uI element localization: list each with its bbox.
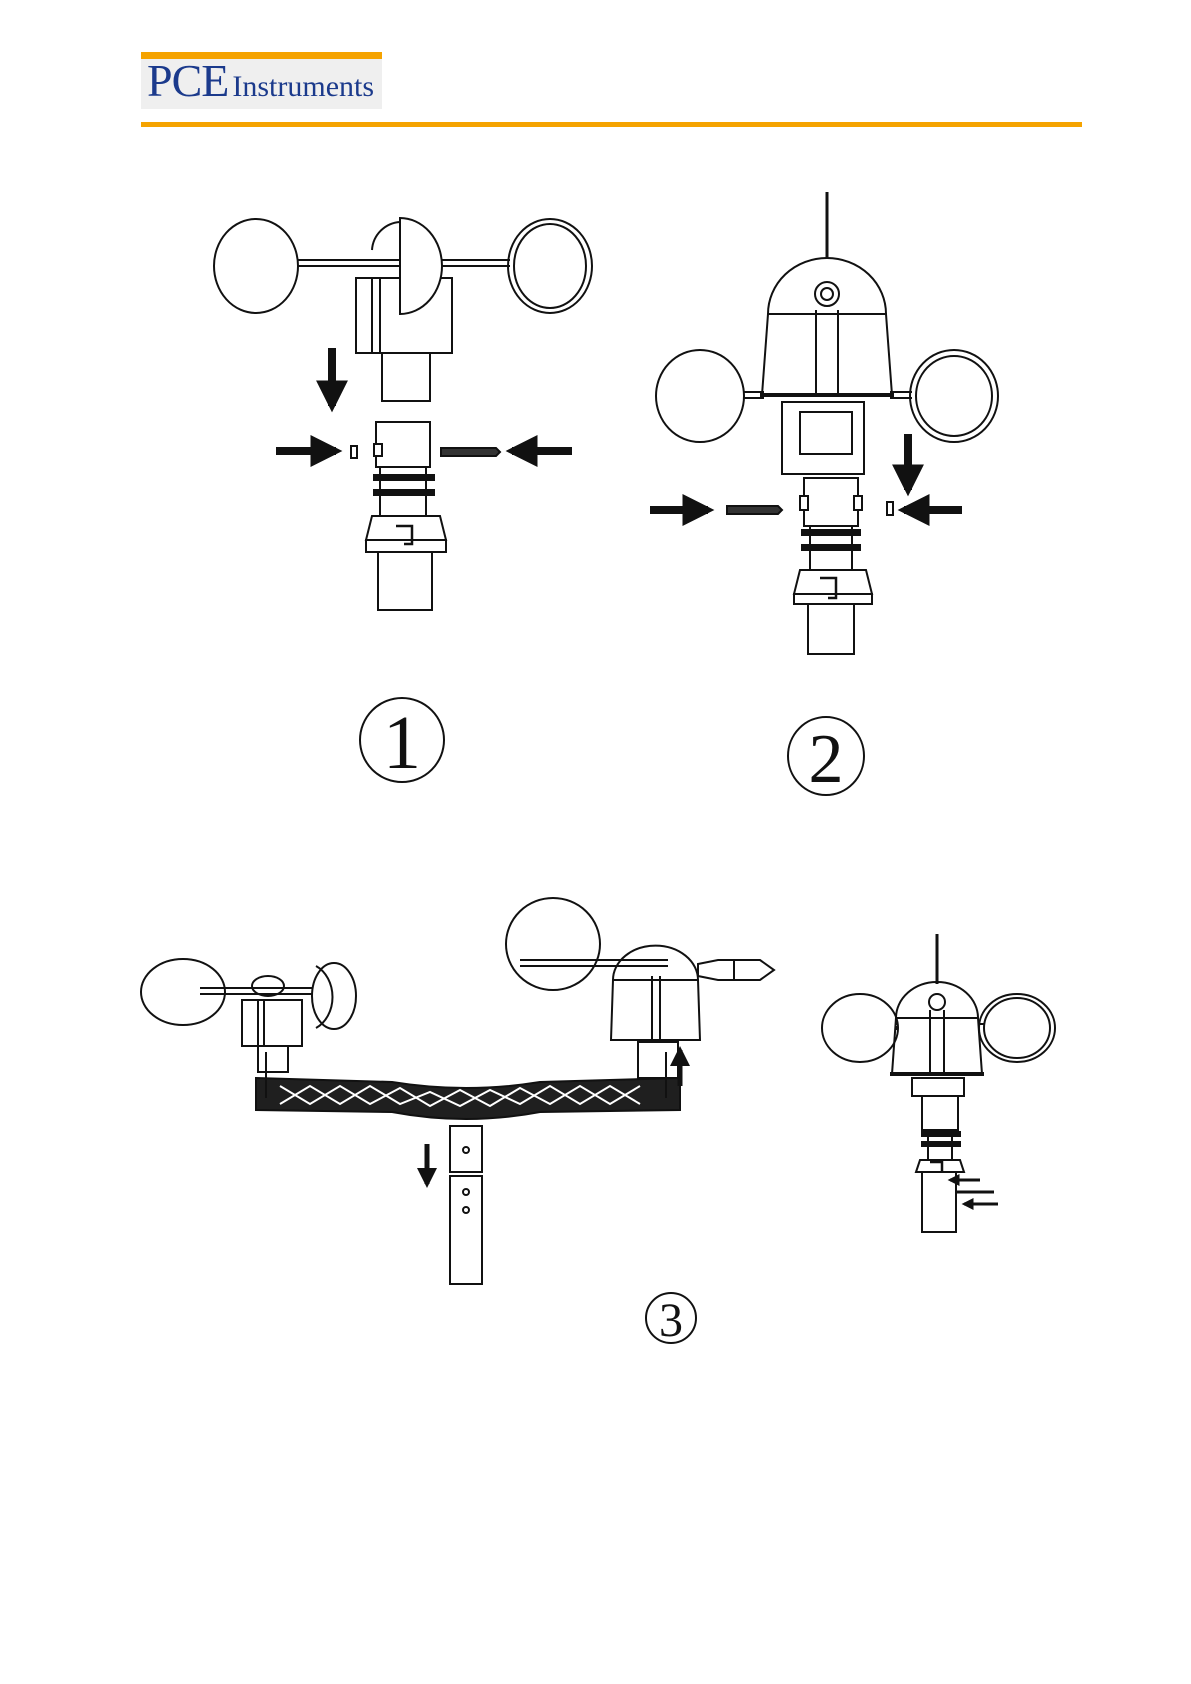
anemometer-cup bbox=[822, 994, 898, 1062]
anemometer-cup bbox=[979, 994, 1055, 1062]
figure-2-illustration bbox=[656, 192, 998, 654]
anemometer-cup bbox=[141, 959, 225, 1025]
anemometer-cup bbox=[910, 350, 998, 442]
figure-2-label: 2 bbox=[788, 717, 864, 798]
vane-cup bbox=[506, 898, 600, 990]
anemometer-cup bbox=[508, 219, 592, 313]
figure-3-label: 3 bbox=[646, 1293, 696, 1347]
svg-text:2: 2 bbox=[809, 721, 844, 798]
svg-text:3: 3 bbox=[659, 1294, 683, 1347]
svg-text:1: 1 bbox=[383, 701, 421, 785]
vane-dome bbox=[896, 982, 978, 1018]
figure-1-illustration bbox=[214, 218, 592, 610]
figure-1-label: 1 bbox=[360, 698, 444, 785]
vane-housing bbox=[611, 980, 700, 1040]
vane-dome bbox=[613, 946, 698, 980]
figure-1-arrows bbox=[276, 348, 572, 451]
vane-tail bbox=[698, 960, 774, 980]
vane-housing bbox=[762, 314, 892, 395]
anemometer-cup bbox=[214, 219, 298, 313]
anemometer-housing bbox=[242, 1000, 302, 1046]
vane-housing bbox=[892, 1018, 982, 1074]
figure-3-bracket-illustration bbox=[141, 898, 774, 1284]
figure-3-pole-arrows bbox=[950, 1180, 998, 1204]
anemometer-cup bbox=[656, 350, 744, 442]
figure-3-pole-illustration bbox=[822, 934, 1055, 1232]
